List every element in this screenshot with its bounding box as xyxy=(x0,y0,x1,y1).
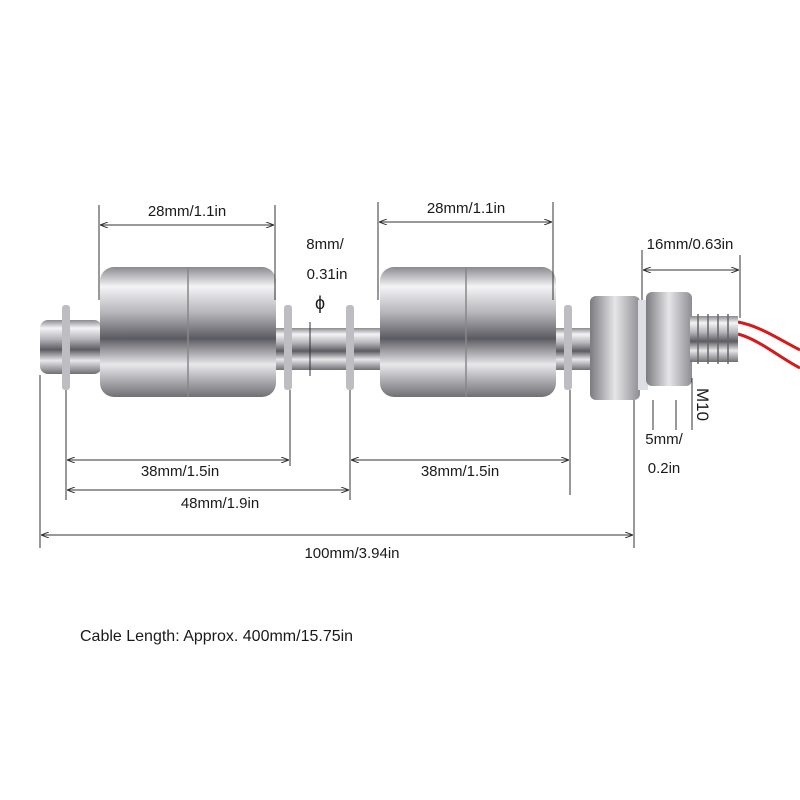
washer xyxy=(638,300,648,390)
shaft-diameter-label: 8mm/ xyxy=(306,236,344,253)
shaft-diameter-label-inch: 0.31in xyxy=(306,266,348,283)
shaft-tip xyxy=(40,320,102,374)
dimension-lines xyxy=(39,202,741,548)
float-right xyxy=(380,267,556,397)
right-travel-label: 38mm/1.5in xyxy=(420,463,500,480)
stop-clip xyxy=(346,305,354,390)
wire xyxy=(737,332,800,370)
left-travel-label: 38mm/1.5in xyxy=(140,463,220,480)
hex-nut xyxy=(590,296,640,400)
stop-clip xyxy=(62,305,70,390)
nut-thickness-label-inch: 0.2in xyxy=(647,460,681,477)
thread-size-label: M10 xyxy=(693,388,712,422)
nut-thickness-label: 5mm/ xyxy=(645,431,683,448)
stop-clip xyxy=(564,305,572,390)
float-right-length-label: 28mm/1.1in xyxy=(426,200,506,217)
thread xyxy=(690,316,738,362)
wire xyxy=(737,320,800,352)
thread-length-label: 16mm/0.63in xyxy=(646,236,734,253)
float-left-length-label: 28mm/1.1in xyxy=(147,203,227,220)
stop-clip xyxy=(284,305,292,390)
diameter-symbol: ϕ xyxy=(314,293,326,313)
cable-length-note: Cable Length: Approx. 400mm/15.75in xyxy=(80,628,354,645)
total-length-label: 100mm/3.94in xyxy=(304,545,400,562)
hex-nut xyxy=(646,292,692,386)
stop-spacing-label: 48mm/1.9in xyxy=(180,495,260,512)
